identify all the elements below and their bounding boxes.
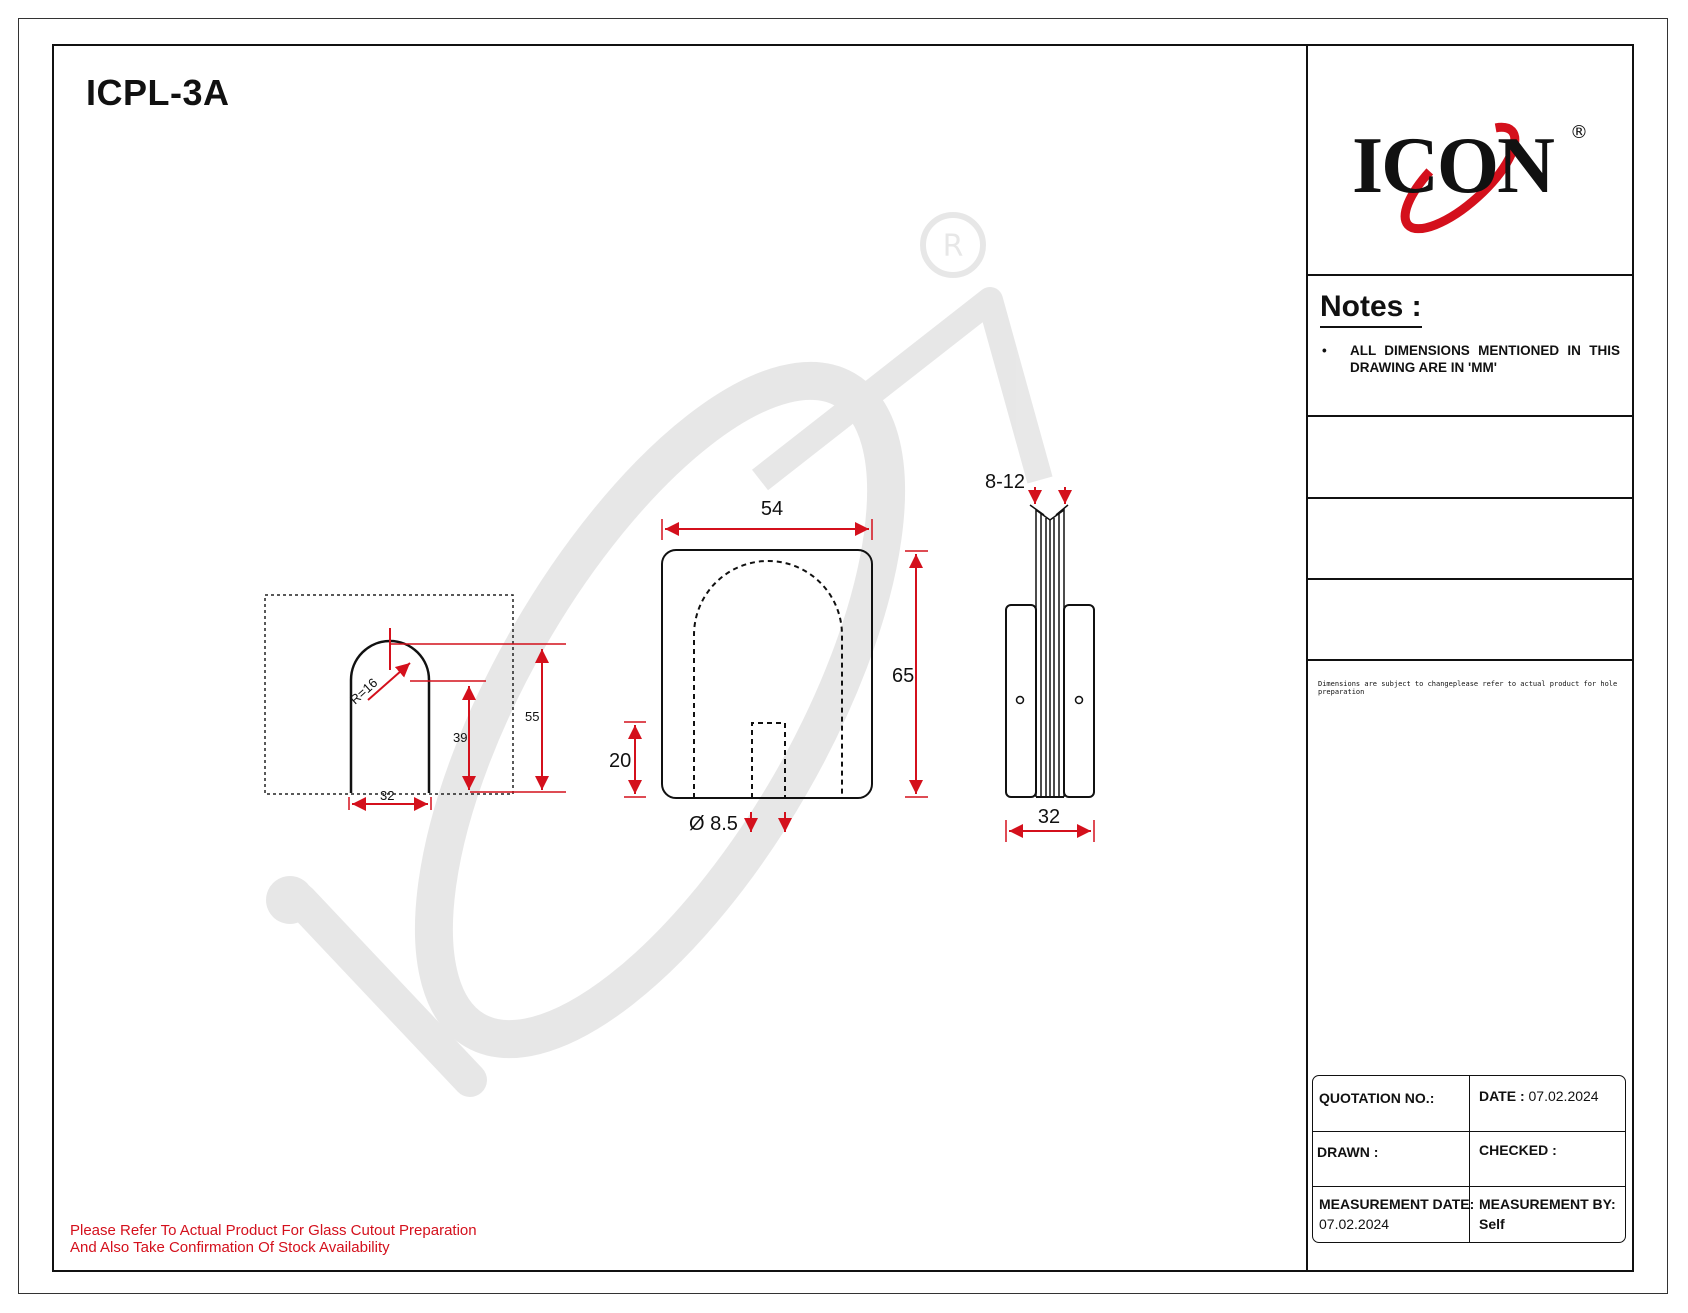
measurement-by-label: MEASUREMENT BY:	[1479, 1196, 1616, 1212]
radius-arrow	[367, 662, 411, 701]
side-hole-left	[1015, 695, 1025, 705]
title-sidebar	[1306, 44, 1634, 1272]
disclaimer-text: Dimensions are subject to changeplease r…	[1318, 680, 1618, 696]
title-block-divider	[1313, 1131, 1625, 1132]
sidebar-divider	[1308, 415, 1634, 417]
footnote-line: Please Refer To Actual Product For Glass…	[70, 1222, 477, 1239]
hidden-cutout	[693, 560, 843, 798]
date-label: DATE :	[1479, 1088, 1525, 1104]
hole-diameter-label: Ø 8.5	[689, 813, 738, 835]
title-block-divider	[1469, 1076, 1470, 1242]
sidebar-divider	[1308, 274, 1634, 276]
outer-border	[18, 18, 1668, 1294]
front-width-label: 54	[761, 498, 783, 520]
note-item: • ALL DIMENSIONS MENTIONED IN THIS DRAWI…	[1320, 342, 1620, 376]
cutout-view: R=16 39 55 32	[264, 594, 566, 811]
checked-label: CHECKED :	[1479, 1142, 1557, 1158]
side-clamp-left	[1005, 604, 1037, 798]
width-label: 32	[380, 788, 394, 803]
height-label: 55	[525, 709, 539, 724]
front-height-label: 65	[892, 665, 914, 687]
checked-field: CHECKED :	[1479, 1140, 1557, 1160]
footnote: Please Refer To Actual Product For Glass…	[70, 1222, 477, 1256]
page-title: ICPL-3A	[86, 72, 230, 113]
glass-thickness-label: 8-12	[985, 471, 1025, 493]
sidebar-divider	[1308, 578, 1634, 580]
front-view: 54 65 20 Ø 8.5	[609, 498, 928, 835]
side-view: 8-12 32	[985, 471, 1095, 842]
drawing-frame	[52, 44, 1634, 1272]
depth-label: 39	[453, 730, 467, 745]
svg-text:R: R	[943, 229, 964, 264]
drawn-field: DRAWN :	[1317, 1142, 1378, 1162]
notes-heading: Notes :	[1320, 290, 1422, 328]
logo-wordmark: ICON	[1352, 122, 1554, 210]
footnote-line: And Also Take Confirmation Of Stock Avai…	[70, 1239, 390, 1256]
side-hole-right	[1074, 695, 1084, 705]
note-text: ALL DIMENSIONS MENTIONED IN THIS DRAWING…	[1350, 343, 1620, 375]
front-plate	[661, 549, 873, 799]
side-width-label: 32	[1038, 806, 1060, 828]
title-block-divider	[1313, 1186, 1625, 1187]
date-field: DATE : 07.02.2024	[1479, 1086, 1599, 1106]
registered-mark: ®	[1570, 122, 1588, 143]
quotation-label: QUOTATION NO.:	[1319, 1090, 1435, 1106]
side-clamp-right	[1063, 604, 1095, 798]
glass-panel	[1029, 504, 1069, 798]
measurement-date-label: MEASUREMENT DATE:	[1319, 1196, 1475, 1212]
slot-height-label: 20	[609, 750, 631, 772]
measurement-by-value: Self	[1479, 1216, 1505, 1232]
sidebar-divider	[1308, 659, 1634, 661]
drawn-label: DRAWN :	[1317, 1144, 1379, 1160]
measurement-by-field: MEASUREMENT BY: Self	[1479, 1194, 1616, 1234]
date-value: 07.02.2024	[1528, 1088, 1599, 1104]
bullet-icon: •	[1322, 343, 1327, 358]
glass-outline	[264, 594, 514, 795]
measurement-date-field: MEASUREMENT DATE: 07.02.2024	[1319, 1194, 1474, 1234]
title-block: QUOTATION NO.: DATE : 07.02.2024 DRAWN :…	[1312, 1075, 1626, 1243]
quotation-field: QUOTATION NO.:	[1319, 1088, 1434, 1108]
hidden-slot	[751, 722, 786, 798]
watermark-logo: R	[266, 212, 1053, 1097]
icon-brand-logo: ICON ®	[1352, 122, 1588, 234]
measurement-date-value: 07.02.2024	[1319, 1216, 1390, 1232]
sidebar-divider	[1308, 497, 1634, 499]
